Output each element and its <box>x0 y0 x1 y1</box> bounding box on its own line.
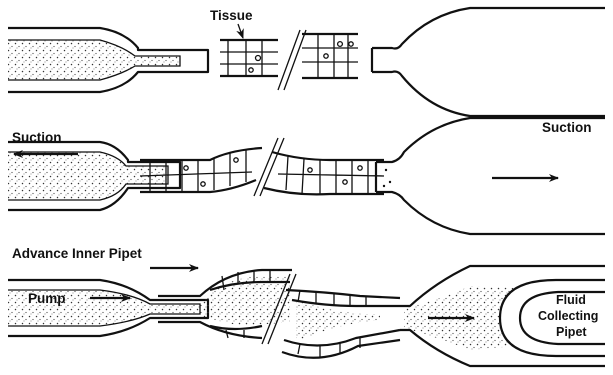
pipet-label: Pipet <box>556 325 587 339</box>
pump-label: Pump <box>28 291 66 306</box>
row-2-suction-pipet <box>376 118 605 234</box>
suction-left-label: Suction <box>12 130 62 145</box>
fluid-label: Fluid <box>556 293 586 307</box>
suction-right-label: Suction <box>542 120 592 135</box>
row-1-suction-pipet <box>372 8 605 116</box>
row-3-holding-pipet <box>8 280 208 336</box>
tissue-pointer <box>238 24 243 38</box>
row-1-holding-pipet <box>8 28 208 92</box>
advance-inner-pipet-label: Advance Inner Pipet <box>12 246 142 261</box>
collecting-label: Collecting <box>538 309 598 323</box>
tissue-label: Tissue <box>210 8 253 23</box>
row-1-tissue-segment <box>220 30 358 90</box>
